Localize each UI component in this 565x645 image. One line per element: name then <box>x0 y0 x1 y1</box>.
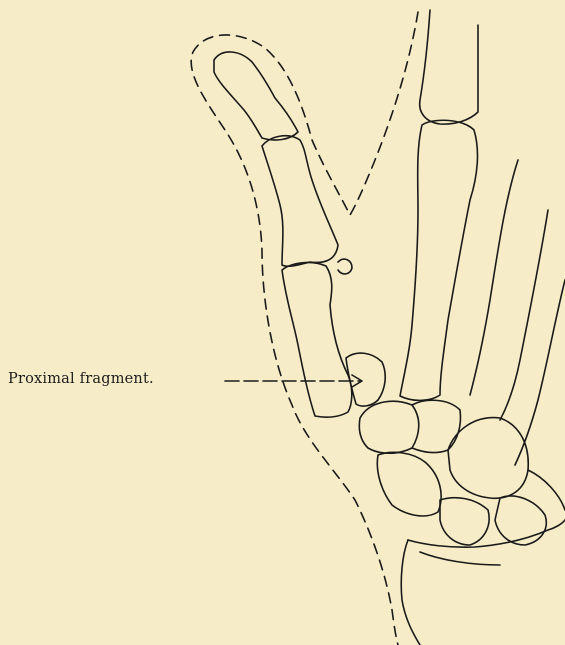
radius-distal-end <box>408 520 565 547</box>
proximal-phalanx <box>262 136 338 266</box>
index-proximal-phalanx <box>420 10 478 124</box>
proximal-fragment-label: Proximal fragment. <box>8 371 154 387</box>
radius-shaft <box>401 540 420 645</box>
lunate <box>440 498 489 545</box>
trapezium <box>359 401 418 453</box>
capitate <box>448 418 528 499</box>
thumb-soft-tissue-outline <box>191 12 418 645</box>
joint-knob <box>338 259 352 274</box>
radius-styloid-line <box>420 552 500 565</box>
distal-phalanx <box>214 52 298 140</box>
thumb-metacarpal-distal-fragment <box>282 263 352 418</box>
middle-metacarpal <box>470 160 548 420</box>
hamate <box>495 496 546 545</box>
scaphoid <box>377 452 441 516</box>
index-metacarpal <box>400 120 477 400</box>
